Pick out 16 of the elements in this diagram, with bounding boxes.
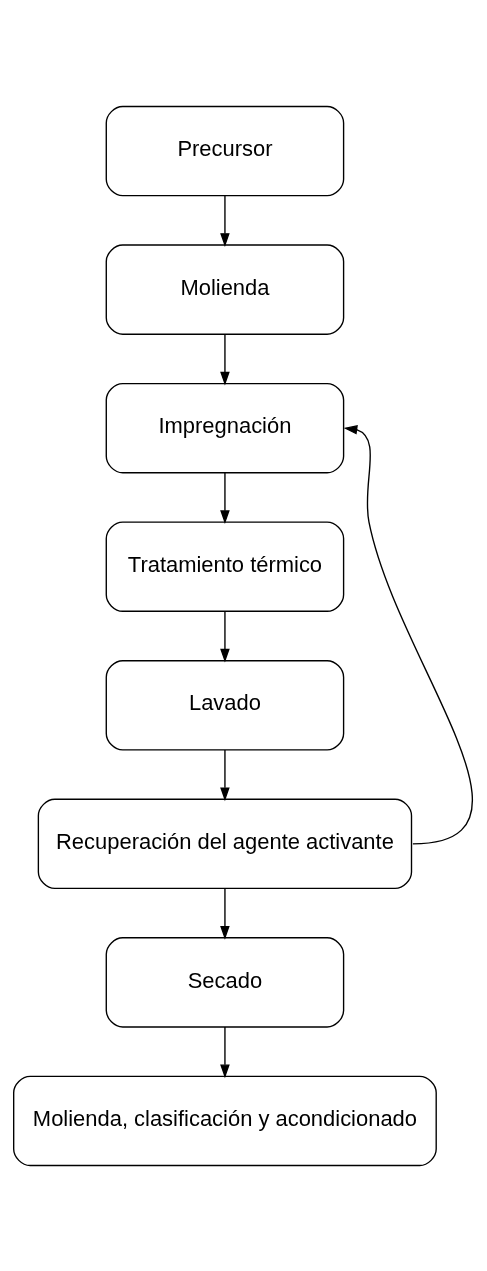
node-box: Molienda xyxy=(105,243,345,335)
arrow xyxy=(220,333,230,385)
node-box: Recuperación del agente activante xyxy=(37,798,413,889)
arrow xyxy=(220,748,230,801)
arrow xyxy=(220,887,230,940)
node-box: Precursor xyxy=(105,105,345,196)
arrow xyxy=(220,471,230,524)
node-box: Molienda, clasificación y acondicionado xyxy=(13,1075,437,1166)
node-box: Lavado xyxy=(105,659,345,751)
node-box: Tratamiento térmico xyxy=(105,520,345,612)
node-box: Secado xyxy=(105,936,345,1028)
arrow xyxy=(343,424,473,844)
node-box: Impregnación xyxy=(105,382,345,473)
arrow xyxy=(220,194,230,247)
arrow xyxy=(220,1025,230,1078)
arrow xyxy=(220,610,230,663)
